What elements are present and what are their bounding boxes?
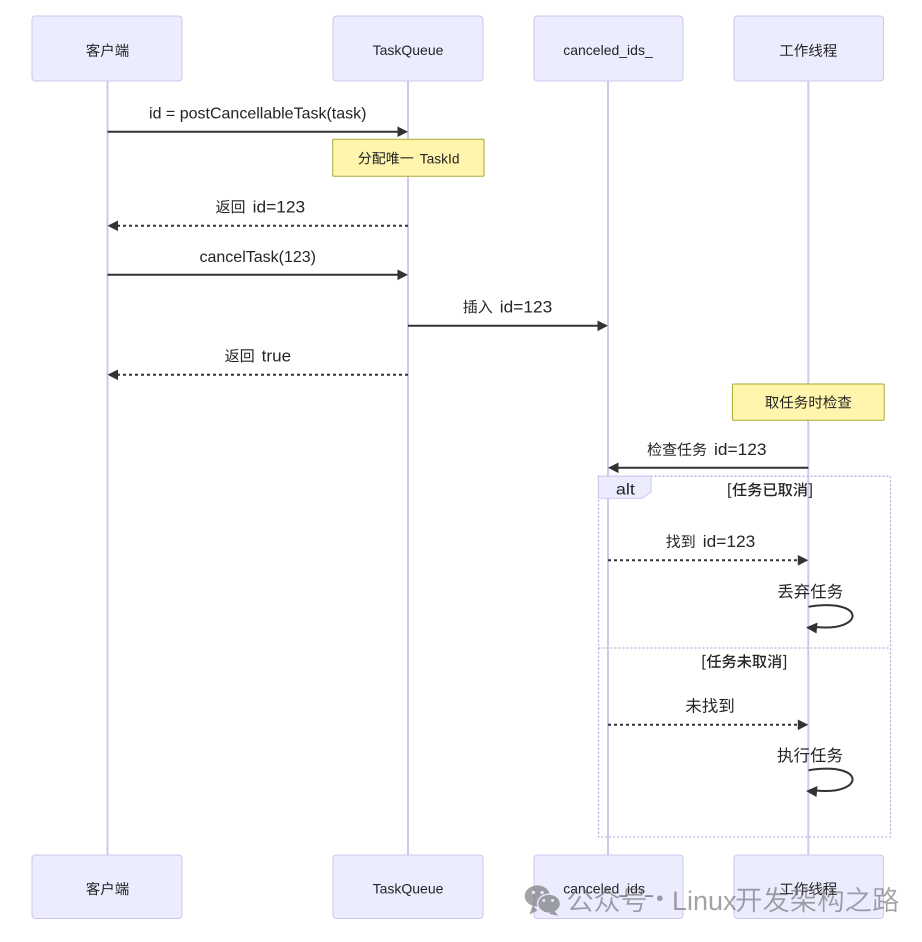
svg-text:Linux: Linux [672, 886, 737, 916]
svg-text:TaskQueue: TaskQueue [373, 42, 444, 58]
svg-text:id=123: id=123 [253, 198, 306, 216]
svg-text:id=123: id=123 [714, 441, 767, 459]
svg-text:cancelTask(123): cancelTask(123) [200, 249, 317, 266]
svg-text:TaskId: TaskId [420, 150, 460, 166]
svg-text:id=123: id=123 [500, 298, 553, 316]
svg-text:TaskQueue: TaskQueue [373, 880, 444, 896]
svg-text:canceled_ids_: canceled_ids_ [563, 42, 653, 58]
svg-text:id=123: id=123 [703, 533, 756, 551]
svg-text:alt: alt [616, 482, 636, 499]
svg-text:id = postCancellableTask(task): id = postCancellableTask(task) [149, 105, 366, 122]
svg-text:true: true [262, 347, 291, 365]
